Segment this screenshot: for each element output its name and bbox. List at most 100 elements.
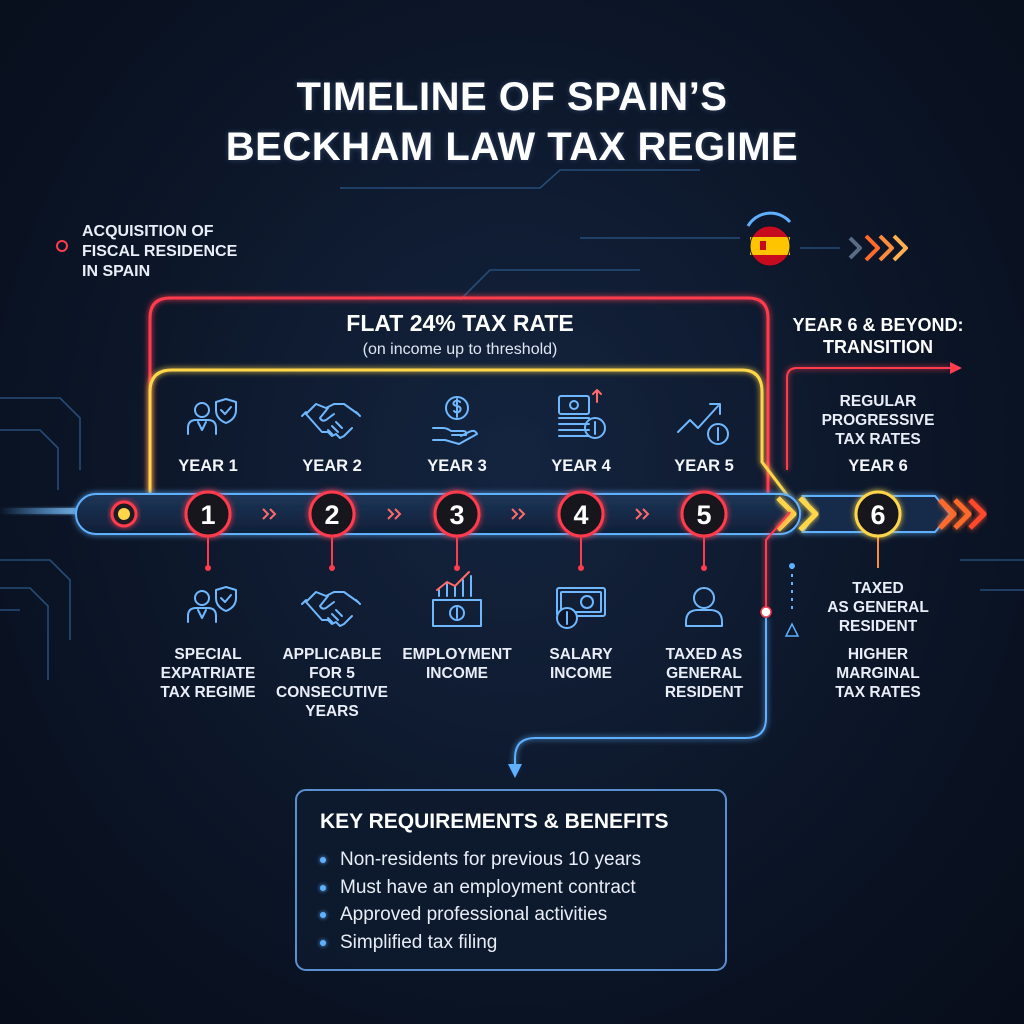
year-description-line: APPLICABLE [282, 646, 382, 663]
year-node-number: 4 [573, 500, 588, 530]
year-description: SPECIAL EXPATRIATE TAX REGIME [138, 645, 278, 702]
year-description-line: GENERAL [666, 665, 742, 682]
requirements-box [295, 789, 727, 971]
requirement-text: Approved professional activities [340, 904, 608, 925]
regular-rates-line: REGULAR [839, 393, 917, 410]
person-shield-icon [187, 398, 237, 435]
title-line-2: BECKHAM LAW TAX REGIME [225, 125, 799, 169]
flat-rate-bracket [148, 296, 770, 495]
requirement-text: Non-residents for previous 10 years [340, 849, 641, 870]
requirement-item: Simplified tax filing [320, 929, 641, 957]
circuit-lines [0, 169, 1024, 680]
year-description-line: TAXED AS [665, 646, 743, 663]
regular-rates-line: TAX RATES [835, 431, 921, 448]
requirement-item: Must have an employment contract [320, 874, 641, 902]
acquisition-line: ACQUISITION OF [82, 223, 214, 240]
year-description-line: CONSECUTIVE [276, 684, 388, 701]
year-node-number: 3 [449, 500, 464, 530]
year-label: YEAR 2 [302, 457, 362, 475]
year-node-number: 6 [870, 500, 885, 530]
year-description: EMPLOYMENT INCOME [387, 645, 527, 683]
transition-arrow [786, 367, 950, 470]
acquisition-line: IN SPAIN [82, 263, 151, 280]
year-description-line: MARGINAL [836, 665, 920, 682]
year-node [854, 490, 902, 538]
handshake-icon [301, 591, 361, 627]
acquisition-label: ACQUISITION OF FISCAL RESIDENCE IN SPAIN [82, 222, 282, 282]
year-description-line: INCOME [550, 665, 612, 682]
transition-label: YEAR 6 & BEYOND: TRANSITION [778, 314, 978, 358]
requirement-text: Must have an employment contract [340, 876, 636, 898]
year-node-number: 5 [696, 500, 711, 530]
year-description-secondary: HIGHER MARGINAL TAX RATES [808, 645, 948, 702]
year-description: SALARY INCOME [511, 645, 651, 683]
regular-rates-line: PROGRESSIVE [821, 412, 935, 429]
timeline-chevrons-icon [776, 496, 987, 532]
year-node [680, 490, 728, 538]
requirements-connector [765, 511, 791, 612]
handshake-icon [301, 403, 361, 439]
flat-rate-label: FLAT 24% TAX RATE [346, 310, 574, 336]
requirement-text: Simplified tax filing [340, 931, 498, 953]
money-chart-icon [432, 571, 482, 627]
requirement-item: Approved professional activities [320, 901, 641, 929]
five-year-bracket [148, 368, 802, 513]
year-node [433, 490, 481, 538]
bullet-icon [320, 884, 326, 891]
stem-dot-icon [578, 565, 584, 571]
regular-rates-label: REGULAR PROGRESSIVE TAX RATES [800, 392, 956, 449]
chevrons-icon [848, 234, 908, 262]
year-label: YEAR 6 [848, 457, 908, 475]
year-description: TAXED AS GENERAL RESIDENT [808, 579, 948, 636]
year-description-line: TAXED [852, 580, 904, 597]
year-node [308, 490, 356, 538]
title-line-1: TIMELINE OF SPAIN’S [296, 75, 728, 119]
stem-dot-icon [454, 565, 460, 571]
node-arrows [262, 508, 650, 520]
year-description-line: RESIDENT [664, 684, 744, 701]
year-label: YEAR 4 [551, 457, 611, 475]
trend-coin-icon [677, 403, 729, 445]
cash-coins-icon [558, 389, 606, 439]
year-description-line: EXPATRIATE [160, 665, 256, 682]
requirements-list: Non-residents for previous 10 years Must… [320, 846, 641, 956]
year-node [557, 490, 605, 538]
year-description-line: TAX REGIME [160, 684, 256, 701]
light-beam [0, 508, 110, 514]
year-node-number: 1 [200, 500, 215, 530]
year-description-line: EMPLOYMENT [402, 646, 512, 663]
year-description-line: FOR 5 [309, 665, 355, 682]
year-description: TAXED AS GENERAL RESIDENT [634, 645, 774, 702]
person-icon [685, 587, 723, 627]
year-description-line: AS GENERAL [827, 599, 929, 616]
bullet-icon [320, 857, 326, 863]
banknote-coin-icon [556, 587, 606, 629]
year-label: YEAR 1 [178, 457, 238, 475]
page-title: TIMELINE OF SPAIN’S BECKHAM LAW TAX REGI… [112, 72, 912, 172]
spain-flag-icon [746, 211, 792, 267]
stem-dot-icon [205, 565, 211, 571]
flat-rate-note: (on income up to threshold) [362, 341, 558, 358]
year-label: YEAR 3 [427, 457, 487, 475]
year-description-line: RESIDENT [838, 618, 918, 635]
year-description-line: SALARY [549, 646, 613, 663]
acquisition-marker-icon [56, 240, 68, 252]
year-description-line: INCOME [426, 665, 488, 682]
year-label: YEAR 5 [674, 457, 734, 475]
year-description-line: SPECIAL [174, 646, 242, 663]
year-description-line: TAX RATES [835, 684, 921, 701]
year-node [184, 490, 232, 538]
acquisition-line: FISCAL RESIDENCE [82, 243, 238, 260]
person-shield-icon [187, 586, 237, 623]
stem-dot-icon [329, 565, 335, 571]
requirements-title: KEY REQUIREMENTS & BENEFITS [320, 810, 669, 833]
bullet-icon [320, 912, 326, 918]
bullet-icon [320, 939, 326, 946]
requirement-item: Non-residents for previous 10 years [320, 846, 641, 874]
year-description-line: HIGHER [847, 646, 909, 663]
year-node-number: 2 [324, 500, 339, 530]
year-description-line: YEARS [305, 703, 359, 720]
transition-line: YEAR 6 & BEYOND: [792, 315, 964, 335]
hand-coin-icon [432, 396, 478, 445]
